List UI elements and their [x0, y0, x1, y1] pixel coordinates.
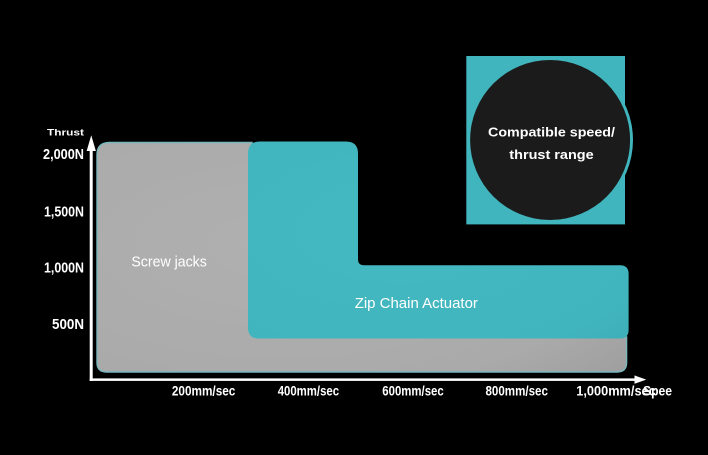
svg-text:600mm/sec: 600mm/sec: [382, 383, 444, 399]
svg-text:200mm/sec: 200mm/sec: [172, 383, 236, 399]
svg-text:2,000N: 2,000N: [43, 147, 84, 163]
svg-text:Thrust: Thrust: [47, 128, 85, 139]
svg-text:Screw jacks: Screw jacks: [131, 254, 207, 270]
svg-text:800mm/sec: 800mm/sec: [485, 383, 548, 399]
svg-text:Compatible speed/: Compatible speed/: [488, 124, 615, 139]
svg-text:500N: 500N: [52, 317, 84, 333]
svg-text:400mm/sec: 400mm/sec: [278, 383, 340, 399]
svg-text:Speed: Speed: [643, 383, 680, 399]
svg-text:1,000N: 1,000N: [44, 260, 84, 276]
svg-text:1,500N: 1,500N: [44, 204, 84, 220]
svg-text:Zip Chain Actuator: Zip Chain Actuator: [355, 295, 478, 312]
svg-text:1,000mm/sec: 1,000mm/sec: [576, 383, 656, 399]
svg-text:thrust range: thrust range: [509, 147, 593, 162]
